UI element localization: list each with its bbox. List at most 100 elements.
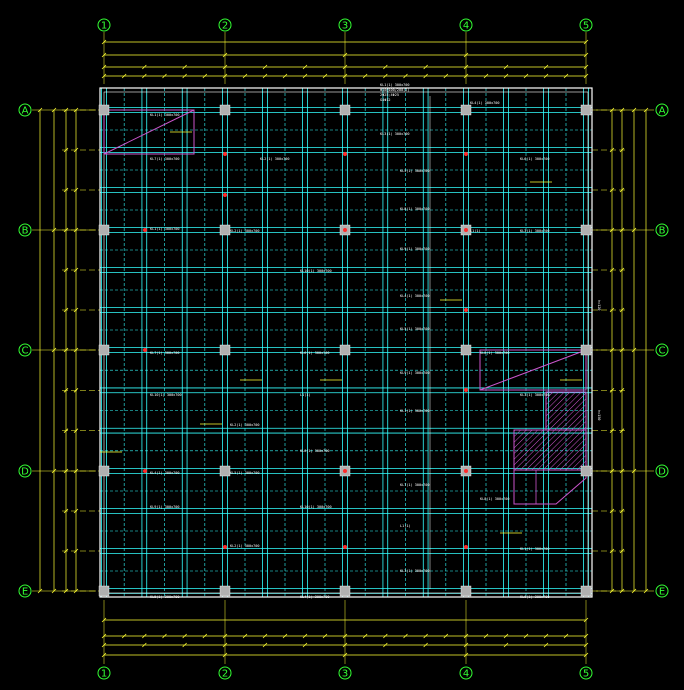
- axis-bubble-bottom-1: [97, 666, 111, 680]
- rebar-marker: [223, 545, 227, 549]
- beam-label: KL1(1) 300x700: [150, 227, 180, 231]
- rebar-marker: [464, 469, 468, 473]
- dim-tick: [543, 633, 549, 639]
- dim-tick: [563, 73, 569, 79]
- column: [580, 465, 592, 477]
- dim-tick: [142, 73, 147, 79]
- beam-label: KL3(1) 300x700: [520, 229, 550, 233]
- dim-tick: [162, 73, 167, 79]
- dim-tick: [383, 64, 388, 70]
- dim-tick: [543, 64, 549, 70]
- rebar-marker: [464, 228, 468, 232]
- hatched-regions: [103, 109, 587, 505]
- axis-bubble-top-1-label: 1: [101, 21, 107, 32]
- rebar-marker: [464, 308, 468, 312]
- column: [580, 585, 592, 597]
- dim-tick: [503, 64, 509, 70]
- dim-tick: [483, 73, 489, 79]
- column: [98, 344, 110, 356]
- beam-label: KL7(1) 300x700: [150, 157, 180, 161]
- dim-tick: [443, 633, 449, 639]
- dim-tick: [503, 642, 509, 648]
- axis-bubble-top-5: [579, 18, 593, 32]
- top-note-line: 2Φ25;4Φ25: [380, 93, 399, 97]
- column: [98, 224, 110, 236]
- axis-bubble-bottom-5: [579, 666, 593, 680]
- column: [98, 465, 110, 477]
- column: [219, 344, 231, 356]
- dim-tick: [543, 642, 549, 648]
- dim-tick: [423, 633, 428, 639]
- rebar-marker: [223, 152, 227, 156]
- dim-tick: [383, 642, 388, 648]
- dim-tick: [262, 73, 268, 79]
- rebar-marker: [143, 348, 147, 352]
- dim-tick: [503, 73, 509, 79]
- axis-bubble-left-B-label: B: [22, 226, 29, 237]
- opening-diagonal: [103, 109, 195, 155]
- column: [219, 465, 231, 477]
- dim-tick: [282, 73, 288, 79]
- dim-tick: [182, 633, 187, 639]
- beam-label: KL2(1) 300x700: [230, 544, 260, 548]
- dim-tick: [182, 73, 187, 79]
- dim-tick: [121, 73, 127, 79]
- axis-bubble-left-E-label: E: [22, 587, 28, 598]
- rebar-marker: [343, 152, 347, 156]
- dim-tick: [423, 642, 428, 648]
- rebar-marker: [343, 545, 347, 549]
- dim-tick: [242, 73, 248, 79]
- axis-bubble-right-C: [655, 343, 669, 357]
- column: [580, 344, 592, 356]
- dim-tick: [423, 64, 428, 70]
- dim-tick: [282, 633, 288, 639]
- beam-label: KL1(1) 300x700: [150, 113, 180, 117]
- axis-bubble-left-B: [18, 223, 32, 237]
- column: [98, 585, 110, 597]
- dim-tick: [503, 633, 509, 639]
- dim-tick: [142, 642, 147, 648]
- top-note-line: G4Φ12: [380, 98, 391, 102]
- axis-bubble-left-C-label: C: [22, 346, 29, 357]
- beam-label: L1(1): [400, 524, 411, 528]
- beam-label: L1(1): [300, 393, 311, 397]
- beam-label: KL6(1) 300x700: [520, 157, 550, 161]
- axis-bubble-right-A: [655, 103, 669, 117]
- column: [339, 104, 351, 116]
- rebar-marker: [343, 228, 347, 232]
- dim-tick: [242, 633, 248, 639]
- dim-tick: [362, 633, 368, 639]
- axis-bubble-right-E: [655, 584, 669, 598]
- dim-tick: [443, 73, 449, 79]
- dim-tick: [302, 73, 308, 79]
- beam-label: KL8(1) 300x700: [480, 497, 510, 501]
- axis-bubble-top-3: [338, 18, 352, 32]
- dim-tick: [523, 633, 529, 639]
- axis-bubble-left-D-label: D: [21, 467, 29, 478]
- beam-label: KL8(1) 300x700: [400, 207, 430, 211]
- beam-label: KL3(1) 300x700: [520, 393, 550, 397]
- dim-tick: [262, 642, 268, 648]
- dim-tick: [362, 73, 368, 79]
- axis-bubble-bottom-3-label: 3: [342, 669, 348, 680]
- top-note-line: KL1(1) 300x700: [380, 83, 410, 87]
- rebar-marker: [143, 469, 147, 473]
- axis-bubble-top-4: [459, 18, 473, 32]
- dim-tick: [142, 633, 147, 639]
- vertical-note: h=150: [597, 410, 601, 421]
- axis-bubble-bottom-5-label: 5: [583, 669, 589, 680]
- dim-tick: [523, 73, 529, 79]
- rebar-marker: [464, 152, 468, 156]
- column: [98, 104, 110, 116]
- beam-grid: [100, 88, 592, 597]
- column: [580, 104, 592, 116]
- axis-bubble-top-1: [97, 18, 111, 32]
- rebar-markers: [143, 152, 468, 549]
- dim-tick: [262, 633, 268, 639]
- beam-label: KL4(1) 300x700: [150, 471, 180, 475]
- hatched-shaft: [513, 429, 587, 471]
- beam-label: KL1(1) 300x700: [400, 409, 430, 413]
- hatched-shaft: [545, 391, 587, 431]
